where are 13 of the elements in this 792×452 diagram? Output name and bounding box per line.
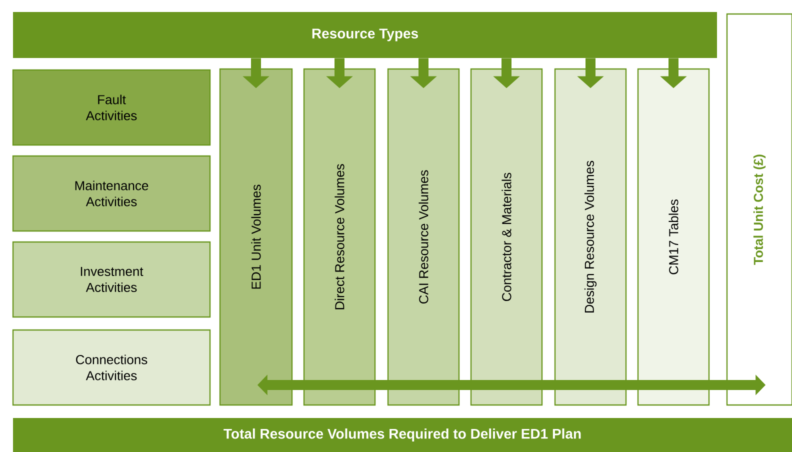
- activity-box: Connections Activities: [12, 329, 211, 406]
- header-band: Total Resource Volumes Required to Deliver ED1 Plan: [13, 418, 792, 452]
- resource-column: Direct Resource Volumes: [303, 68, 376, 406]
- resource-column: Contractor & Materials: [470, 68, 543, 406]
- total-cost-box: Total Unit Cost (£): [726, 13, 792, 406]
- activity-box: Investment Activities: [12, 241, 211, 318]
- resource-column: ED1 Unit Volumes: [219, 68, 293, 406]
- resource-column: Design Resource Volumes: [554, 68, 627, 406]
- activity-box: Maintenance Activities: [12, 155, 211, 232]
- header-band: Resource Types: [13, 12, 717, 58]
- resource-column: CAI Resource Volumes: [387, 68, 460, 406]
- resource-column: CM17 Tables: [637, 68, 710, 406]
- activity-box: Fault Activities: [12, 69, 211, 146]
